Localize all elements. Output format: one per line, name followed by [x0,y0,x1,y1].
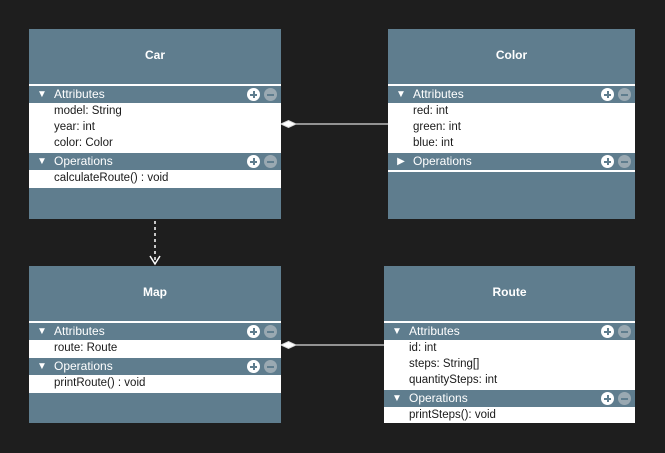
operations-list: calculateRoute() : void [29,170,281,186]
triangle-down-icon[interactable]: ▼ [392,326,402,337]
plus-circle-icon[interactable] [601,155,614,168]
triangle-down-icon[interactable]: ▼ [37,326,47,337]
triangle-down-icon[interactable]: ▼ [37,89,47,100]
divider [388,170,635,172]
class-name: Color [495,48,528,62]
divider [29,391,281,393]
minus-circle-icon[interactable] [264,360,277,373]
attribute-item[interactable]: red: int [413,105,449,117]
class-name: Car [144,48,165,62]
minus-circle-icon[interactable] [618,88,631,101]
attribute-item[interactable]: blue: int [413,137,454,149]
operations-header[interactable]: ▼ Operations [29,356,281,375]
attributes-list: red: int green: int blue: int [388,103,635,151]
divider [29,186,281,188]
minus-circle-icon[interactable] [264,155,277,168]
operations-header[interactable]: ▼ Operations [384,388,635,407]
attributes-header[interactable]: ▼ Attributes [388,84,635,103]
triangle-down-icon[interactable]: ▼ [392,393,402,404]
attribute-item[interactable]: steps: String[] [409,358,480,370]
plus-circle-icon[interactable] [247,360,260,373]
class-name: Route [492,285,527,299]
attribute-item[interactable]: year: int [54,121,95,133]
attributes-label: Attributes [54,324,105,338]
plus-circle-icon[interactable] [601,88,614,101]
minus-circle-icon[interactable] [618,392,631,405]
operation-item[interactable]: printRoute() : void [54,377,146,389]
attributes-list: route: Route [29,340,281,356]
class-color[interactable]: Color ▼ Attributes red: int green: int b… [388,29,635,219]
triangle-down-icon[interactable]: ▼ [37,361,47,372]
plus-circle-icon[interactable] [601,325,614,338]
class-name: Map [143,285,167,299]
minus-circle-icon[interactable] [618,155,631,168]
car-color-diamond [279,119,298,129]
minus-circle-icon[interactable] [264,325,277,338]
attributes-list: model: String year: int color: Color [29,103,281,151]
attribute-item[interactable]: model: String [54,105,122,117]
attribute-item[interactable]: color: Color [54,137,113,149]
attributes-list: id: int steps: String[] quantitySteps: i… [384,340,635,388]
operations-header[interactable]: ▼ Operations [29,151,281,170]
attributes-header[interactable]: ▼ Attributes [29,321,281,340]
minus-circle-icon[interactable] [264,88,277,101]
attribute-item[interactable]: quantitySteps: int [409,374,498,386]
operations-list: printSteps(): void [384,407,635,423]
minus-circle-icon[interactable] [618,325,631,338]
operations-header[interactable]: ▶ Operations [388,151,635,170]
attribute-item[interactable]: id: int [409,342,437,354]
attributes-header[interactable]: ▼ Attributes [29,84,281,103]
plus-circle-icon[interactable] [601,392,614,405]
attribute-item[interactable]: route: Route [54,342,118,354]
operations-label: Operations [413,154,472,168]
plus-circle-icon[interactable] [247,155,260,168]
triangle-down-icon[interactable]: ▼ [396,89,406,100]
attributes-label: Attributes [413,87,464,101]
class-car[interactable]: Car ▼ Attributes model: String year: int… [29,29,281,219]
class-map[interactable]: Map ▼ Attributes route: Route ▼ Operatio… [29,266,281,423]
attribute-item[interactable]: green: int [413,121,461,133]
map-route-diamond [279,340,298,350]
operation-item[interactable]: calculateRoute() : void [54,172,169,184]
triangle-down-icon[interactable]: ▼ [37,156,47,167]
attributes-header[interactable]: ▼ Attributes [384,321,635,340]
triangle-right-icon[interactable]: ▶ [397,156,405,167]
plus-circle-icon[interactable] [247,325,260,338]
operations-list: printRoute() : void [29,375,281,391]
attributes-label: Attributes [409,324,460,338]
operations-label: Operations [54,359,113,373]
attributes-label: Attributes [54,87,105,101]
operations-label: Operations [54,154,113,168]
dependency-arrowhead [149,255,161,266]
operations-label: Operations [409,391,468,405]
plus-circle-icon[interactable] [247,88,260,101]
operation-item[interactable]: printSteps(): void [409,409,496,421]
class-route[interactable]: Route ▼ Attributes id: int steps: String… [384,266,635,423]
